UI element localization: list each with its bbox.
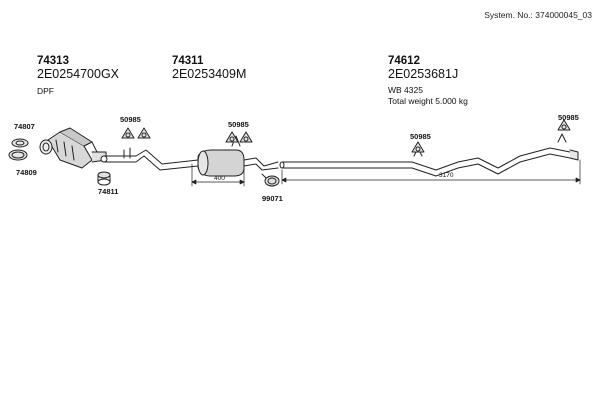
group-3-note: WB 4325 <box>388 85 423 95</box>
label-clamp-left: 74809 <box>16 168 37 177</box>
group-3-code: 2E0253681J <box>388 67 459 81</box>
clamp-right <box>261 173 280 187</box>
group-2-part-number: 74311 <box>172 55 204 67</box>
clamp-band-left <box>8 149 28 161</box>
group-3-part-number: 74612 <box>388 55 420 67</box>
group-1-code: 2E0254700GX <box>37 67 120 81</box>
rubber-hanger-1 <box>121 127 151 139</box>
rubber-hanger-3 <box>411 141 425 153</box>
front-pipe <box>100 147 199 171</box>
dimension-rear-label: 3170 <box>439 172 454 179</box>
middle-silencer <box>197 135 279 177</box>
label-rubber-3: 50985 <box>410 132 431 141</box>
clamp-mid <box>97 171 111 186</box>
label-rubber-4: 50985 <box>558 113 579 122</box>
label-clamp-mid: 74811 <box>98 187 119 196</box>
group-1-part-number: 74313 <box>37 55 69 67</box>
system-number: System. No.: 374000045_03 <box>484 10 592 20</box>
rubber-hanger-4 <box>557 119 571 131</box>
label-rubber-2: 50985 <box>228 120 249 129</box>
dimension-rear <box>281 159 581 185</box>
label-gasket-left: 74807 <box>14 122 35 131</box>
label-rubber-1: 50985 <box>120 115 141 124</box>
label-clamp-right: 99071 <box>262 194 283 203</box>
rubber-hanger-2 <box>225 131 253 143</box>
dimension-mid <box>191 163 245 187</box>
group-1-note: DPF <box>37 86 54 96</box>
group-2-code: 2E0253409M <box>172 67 247 81</box>
rear-pipe <box>279 133 579 177</box>
group-3-weight: Total weight 5.000 kg <box>388 96 468 106</box>
dimension-mid-label: 400 <box>214 175 225 182</box>
gasket-ring <box>11 138 29 148</box>
dpf-converter <box>39 127 107 169</box>
